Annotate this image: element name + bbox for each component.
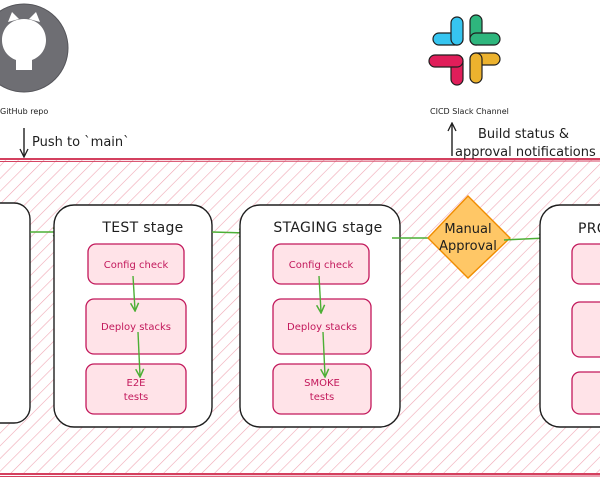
test-arrow-config-to-deploy xyxy=(133,275,135,310)
github-repo-label: GitHub repo xyxy=(0,107,48,116)
staging-config-check-label: Config check xyxy=(289,260,354,271)
staging-smoke-tests-label-2: tests xyxy=(310,392,334,403)
prod-step-2 xyxy=(571,301,600,358)
flow-arrow-to-prod xyxy=(503,238,546,240)
slack-channel-label: CICD Slack Channel xyxy=(430,107,509,116)
staging-config-check-step xyxy=(272,243,370,285)
test-stage: TEST stage Config check Deploy stacks E2… xyxy=(53,204,213,428)
notify-message-line1: Build status & xyxy=(478,127,569,142)
notify-message-line2: approval notifications xyxy=(455,145,596,160)
staging-deploy-stacks-label: Deploy stacks xyxy=(287,322,357,333)
manual-approval-gate: Manual Approval xyxy=(427,194,512,279)
source-stage-box xyxy=(0,202,31,424)
staging-arrow-deploy-to-tests xyxy=(323,331,325,376)
prod-step-3 xyxy=(571,371,600,415)
test-e2e-tests-label-1: E2E xyxy=(127,378,146,389)
prod-stage: PRO xyxy=(539,204,600,428)
push-label: Push to `main` xyxy=(32,135,130,150)
slack-icon xyxy=(428,14,501,86)
test-arrow-deploy-to-tests xyxy=(138,331,140,376)
test-stage-title: TEST stage xyxy=(101,220,183,236)
test-deploy-stacks-label: Deploy stacks xyxy=(101,322,171,333)
test-config-check-step xyxy=(87,243,185,285)
staging-arrow-config-to-deploy xyxy=(319,275,321,312)
test-deploy-stacks-step xyxy=(85,298,187,355)
staging-stage-title: STAGING stage xyxy=(273,220,382,236)
prod-step-1 xyxy=(571,243,600,285)
prod-stage-title: PRO xyxy=(578,221,600,237)
test-e2e-tests-label-2: tests xyxy=(124,392,148,403)
staging-deploy-stacks-step xyxy=(272,298,372,355)
approval-label-line1: Manual xyxy=(444,222,491,237)
staging-stage: STAGING stage Config check Deploy stacks… xyxy=(239,204,401,428)
approval-label-line2: Approval xyxy=(439,239,497,254)
github-icon xyxy=(0,3,69,93)
staging-smoke-tests-step xyxy=(272,363,372,415)
staging-smoke-tests-label-1: SMOKE xyxy=(304,378,340,389)
test-e2e-tests-step xyxy=(85,363,187,415)
test-config-check-label: Config check xyxy=(104,260,169,271)
